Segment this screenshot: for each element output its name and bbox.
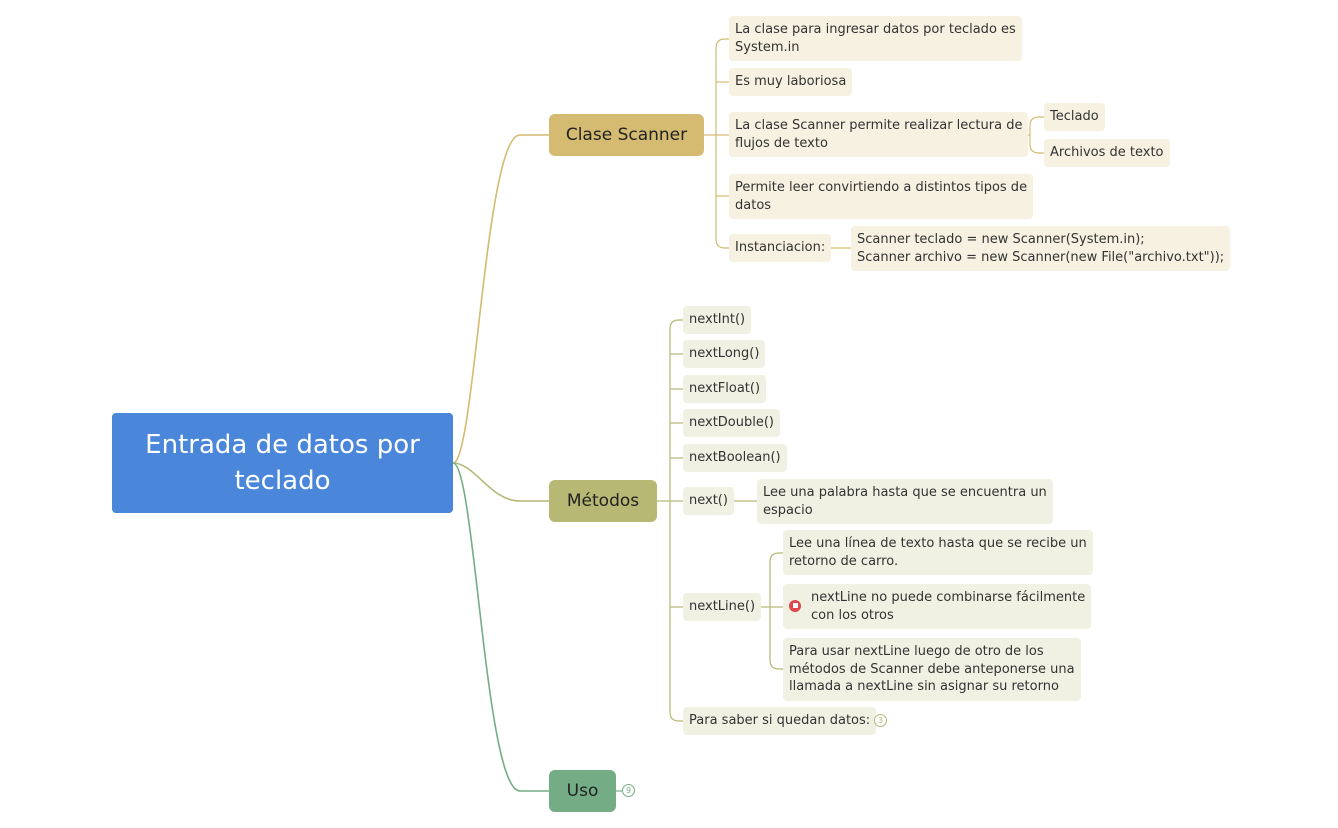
subtopic-convertir-tipos[interactable]: Permite leer convirtiendo a distintos ti…: [729, 174, 1034, 219]
subtopic-nextline-description[interactable]: Lee una línea de texto hasta que se reci…: [783, 530, 1093, 575]
subtopic-archivos-texto[interactable]: Archivos de texto: [1044, 139, 1170, 167]
subtopic-next[interactable]: next(): [683, 487, 734, 515]
connectors-metodos: [657, 319, 874, 722]
subtopic-teclado[interactable]: Teclado: [1044, 103, 1105, 131]
quedan-collapsed-count-badge[interactable]: 3: [874, 714, 887, 727]
uso-collapsed-count-badge[interactable]: 9: [622, 784, 635, 797]
topic-metodos[interactable]: Métodos: [549, 480, 657, 522]
flag-icon: [789, 600, 801, 612]
subtopic-quedan-datos[interactable]: Para saber si quedan datos:: [683, 707, 877, 735]
subtopic-nextint[interactable]: nextInt(): [683, 306, 752, 334]
subtopic-lectura-flujos[interactable]: La clase Scanner permite realizar lectur…: [729, 112, 1029, 157]
connector-root-metodos: [452, 462, 549, 502]
root-topic[interactable]: Entrada de datos por teclado: [112, 413, 453, 513]
topic-metodos-label: Métodos: [566, 491, 640, 511]
subtopic-next-description[interactable]: Lee una palabra hasta que se encuentra u…: [757, 479, 1053, 524]
subtopic-nextline-warning-label: nextLine no puede combinarse fácilmente …: [811, 590, 1086, 623]
subtopic-nextfloat[interactable]: nextFloat(): [683, 375, 767, 403]
topic-clase-scanner[interactable]: Clase Scanner: [549, 114, 704, 156]
subtopic-nextlong[interactable]: nextLong(): [683, 340, 766, 368]
subtopic-nextdouble[interactable]: nextDouble(): [683, 409, 781, 437]
subtopic-instanciacion[interactable]: Instanciacion:: [729, 234, 832, 262]
topic-uso-label: Uso: [566, 781, 599, 801]
subtopic-nextline-warning[interactable]: nextLine no puede combinarse fácilmente …: [783, 584, 1092, 629]
subtopic-nextboolean[interactable]: nextBoolean(): [683, 444, 787, 472]
subtopic-system-in[interactable]: La clase para ingresar datos por teclado…: [729, 16, 1022, 61]
root-topic-label: Entrada de datos por teclado: [145, 430, 420, 496]
connector-root-scanner: [452, 134, 549, 464]
subtopic-nextline-usage[interactable]: Para usar nextLine luego de otro de los …: [783, 638, 1081, 701]
connector-root-uso: [452, 462, 549, 792]
topic-clase-scanner-label: Clase Scanner: [565, 125, 688, 145]
subtopic-nextline[interactable]: nextLine(): [683, 593, 762, 621]
subtopic-laboriosa[interactable]: Es muy laboriosa: [729, 68, 853, 96]
topic-uso[interactable]: Uso: [549, 770, 616, 812]
subtopic-instanciacion-code[interactable]: Scanner teclado = new Scanner(System.in)…: [851, 226, 1231, 271]
